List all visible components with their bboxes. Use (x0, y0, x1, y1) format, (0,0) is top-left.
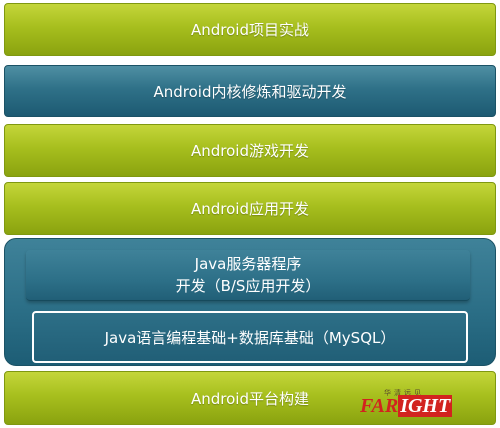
logo-text-far: FAR (360, 395, 399, 417)
java-server-box: Java服务器程序 开发（B/S应用开发） (26, 250, 470, 301)
logo-text-ight: IGHT (398, 395, 453, 417)
logo-cn-text: 华清远见 (384, 389, 424, 397)
layer-label: Android平台构建 (191, 389, 309, 408)
layer-android-kernel-driver: Android内核修炼和驱动开发 (4, 65, 496, 117)
java-server-line-1: Java服务器程序 (194, 255, 302, 273)
java-server-line-2: 开发（B/S应用开发） (175, 277, 321, 295)
layer-android-games: Android游戏开发 (4, 124, 496, 177)
java-foundation-box: Java语言编程基础+数据库基础（MySQL） (32, 311, 468, 363)
layer-label: Android内核修炼和驱动开发 (153, 82, 347, 101)
layer-label: Android项目实战 (191, 21, 309, 39)
java-foundation-label: Java语言编程基础+数据库基础（MySQL） (104, 328, 396, 347)
layer-android-projects: Android项目实战 (4, 3, 496, 56)
layer-android-apps: Android应用开发 (4, 182, 496, 235)
layer-label: Android游戏开发 (191, 142, 309, 160)
layer-label: Android应用开发 (191, 200, 309, 218)
